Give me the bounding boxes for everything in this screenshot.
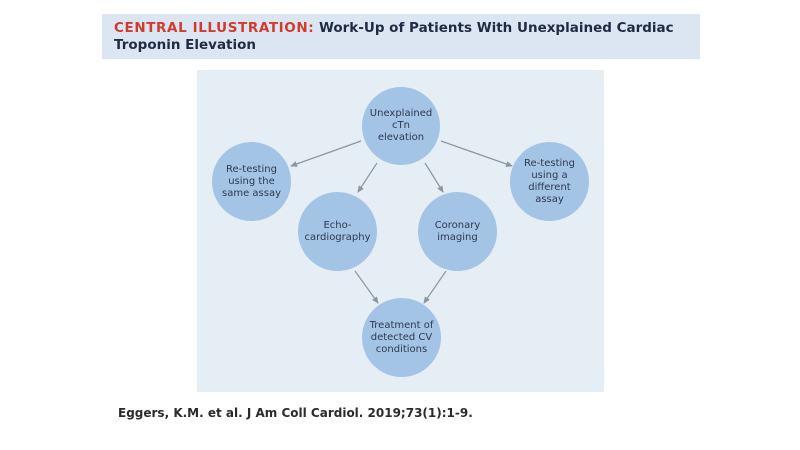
- header-title: Work-Up of Patients With Unexplained Car…: [114, 20, 674, 53]
- citation-text: Eggers, K.M. et al. J Am Coll Cardiol. 2…: [118, 406, 473, 420]
- arrow-top-to-left: [290, 140, 362, 167]
- illustration-header: CENTRAL ILLUSTRATION: Work-Up of Patient…: [102, 14, 700, 59]
- node-unexplained-ctn-elevation: Unexplained cTn elevation: [362, 87, 440, 165]
- header-label: CENTRAL ILLUSTRATION:: [114, 20, 315, 36]
- node-treatment-cv-conditions: Treatment of detected CV conditions: [362, 298, 441, 377]
- node-echocardiography: Echo- cardiography: [298, 192, 377, 271]
- arrow-top-to-right: [440, 140, 513, 167]
- arrow-echo-to-treatment: [354, 270, 379, 304]
- arrow-top-to-coronary: [424, 162, 444, 193]
- node-coronary-imaging: Coronary imaging: [418, 192, 497, 271]
- node-retesting-different-assay: Re-testing using a different assay: [510, 142, 589, 221]
- arrow-coronary-to-treatment: [423, 270, 447, 304]
- node-retesting-same-assay: Re-testing using the same assay: [212, 142, 291, 221]
- arrow-top-to-echo: [357, 162, 378, 193]
